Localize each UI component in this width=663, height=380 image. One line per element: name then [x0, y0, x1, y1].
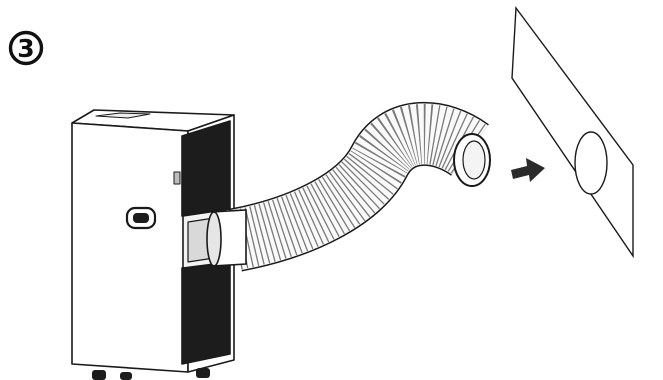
upper-vent-grille	[182, 121, 230, 216]
hose-end-opening	[463, 141, 485, 179]
panel-body	[512, 8, 633, 256]
carry-handle-grip	[133, 213, 149, 223]
exhaust-hose-icon	[207, 134, 490, 266]
window-slide-panel-icon	[512, 8, 633, 256]
unit-front-panel	[72, 123, 188, 372]
side-clip	[174, 172, 180, 184]
panel-hose-hole	[575, 132, 607, 194]
unit-adapter-rim	[207, 212, 221, 266]
lower-vent-grille	[182, 262, 230, 364]
direction-arrow-icon	[511, 158, 545, 182]
